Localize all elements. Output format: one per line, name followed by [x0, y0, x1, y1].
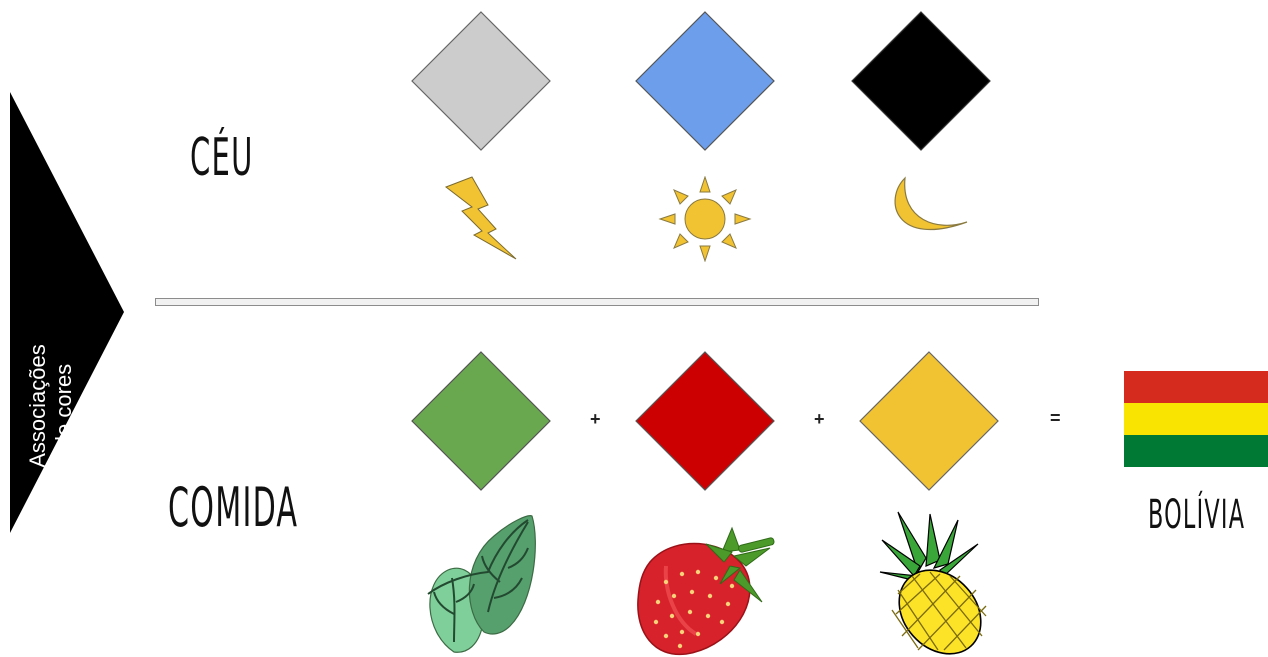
side-banner-line2: de cores — [51, 311, 77, 501]
pineapple-icon — [878, 510, 994, 656]
diamond-black — [850, 10, 992, 152]
leaves-icon — [424, 512, 542, 657]
plus-sign-2: + — [814, 409, 825, 430]
lightning-icon — [444, 175, 520, 261]
row-divider — [155, 298, 1039, 306]
strawberry-icon — [636, 522, 778, 656]
diamond-yellow — [858, 350, 1000, 492]
bolivia-label: BOLÍVIA — [1148, 492, 1245, 538]
bolivia-flag — [1124, 371, 1268, 467]
diamond-red — [634, 350, 776, 492]
diamond-blue — [634, 10, 776, 152]
food-row-label: COMIDA — [168, 476, 298, 539]
diamond-gray — [410, 10, 552, 152]
sun-icon — [658, 176, 752, 262]
side-banner-text: Associações de cores — [25, 311, 77, 501]
plus-sign-1: + — [590, 409, 601, 430]
moon-icon — [887, 176, 971, 246]
diamond-green — [410, 350, 552, 492]
sky-row-label: CÉU — [190, 128, 254, 188]
equals-sign: = — [1050, 408, 1061, 429]
side-banner-line1: Associações — [25, 311, 51, 501]
side-banner: Associações de cores — [8, 90, 126, 535]
